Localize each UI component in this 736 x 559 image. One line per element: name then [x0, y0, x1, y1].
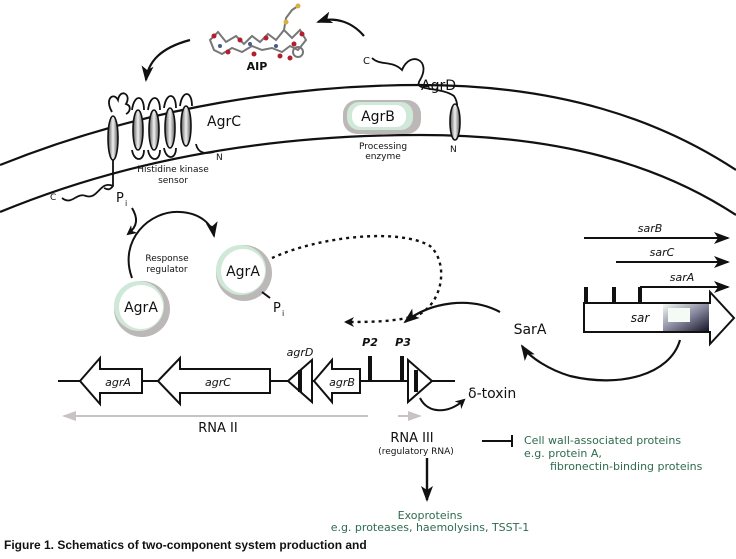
exoproteins-line1: Exoproteins	[398, 509, 463, 522]
sar-gene-label: sar	[631, 311, 651, 325]
agra-gene-label: agrA	[105, 376, 131, 389]
phosphate-subscript: i	[125, 199, 127, 208]
cell-wall-line2: e.g. protein A,	[524, 447, 602, 460]
agra-to-p2-dotted-arrow	[271, 234, 443, 327]
figure-caption: Figure 1. Schematics of two-component sy…	[4, 538, 367, 552]
aip-molecule: AIP	[208, 3, 308, 73]
agrd-to-aip-arrow	[316, 11, 365, 37]
agra-phosphate-subscript: i	[282, 309, 284, 318]
p3-promoter-label: P3	[395, 336, 411, 349]
agrb-desc-line2: enzyme	[365, 152, 401, 162]
inhibition-arrow	[482, 435, 513, 447]
sar-locus: sarB sarC sarA sar	[583, 222, 736, 347]
delta-toxin-label: δ-toxin	[468, 386, 516, 402]
agrd-c-terminus: C	[363, 56, 370, 67]
aip-label: AIP	[247, 60, 268, 73]
sara-to-p3-arrow	[403, 301, 501, 324]
agra-label: AgrA	[124, 300, 158, 316]
sara-transcript-label: sarA	[670, 271, 695, 284]
agrd-n-terminus: N	[450, 145, 457, 155]
agrc-n-terminus: N	[216, 153, 223, 163]
agra-phosphorylated: AgrA P i	[216, 245, 284, 318]
agra-phos-label: AgrA	[226, 264, 260, 280]
sarc-transcript-label: sarC	[650, 246, 675, 259]
agrc-gene-label: agrC	[205, 376, 231, 389]
cell-wall-line3: fibronectin-binding proteins	[550, 460, 703, 473]
agrb-label: AgrB	[361, 109, 395, 125]
agrd-gene-label: agrD	[287, 346, 314, 359]
agrd-label: AgrD	[421, 78, 456, 94]
agrc-desc-line2: sensor	[158, 176, 188, 186]
rna3-sublabel: (regulatory RNA)	[378, 447, 454, 457]
agr-locus: agrA agrC agrD agrB P2 P3 RNA II	[58, 336, 455, 436]
agrc-desc-line1: Histidine kinase	[137, 165, 209, 175]
agrb-gene-label: agrB	[329, 376, 355, 389]
rna3-label: RNA III	[390, 431, 433, 446]
agrd-peptide: C AgrD N	[363, 56, 461, 155]
sarb-transcript-label: sarB	[638, 222, 663, 235]
p2-promoter-label: P2	[362, 336, 378, 349]
response-regulator-line1: Response	[145, 254, 189, 264]
agrc-phosphate: P i	[116, 191, 127, 208]
agra-phosphate-label: P	[273, 301, 281, 316]
phosphate-label: P	[116, 191, 124, 206]
exoproteins-line2: e.g. proteases, haemolysins, TSST-1	[331, 521, 530, 534]
aip-to-agrc-arrow	[141, 38, 191, 82]
rna2-label: RNA II	[198, 421, 237, 436]
agrc-c-terminus: C	[50, 193, 56, 203]
agra-activation-arrow	[127, 210, 218, 279]
delta-toxin-arrow	[419, 397, 466, 412]
response-regulator-line2: regulator	[146, 265, 188, 275]
agrc-sensor: C AgrC N Histidine kinase sensor P i	[50, 92, 241, 208]
agrb-desc-line1: Processing	[359, 142, 407, 152]
sar-to-sara-arrow	[520, 339, 682, 382]
phosphate-transfer-arrow	[126, 207, 138, 236]
sara-protein-label: SarA	[514, 322, 547, 338]
agrb-enzyme: AgrB Processing enzyme	[343, 100, 421, 162]
agra-protein: AgrA Response regulator	[114, 254, 189, 337]
cell-wall-line1: Cell wall-associated proteins	[524, 434, 681, 447]
agrc-label: AgrC	[207, 114, 241, 130]
